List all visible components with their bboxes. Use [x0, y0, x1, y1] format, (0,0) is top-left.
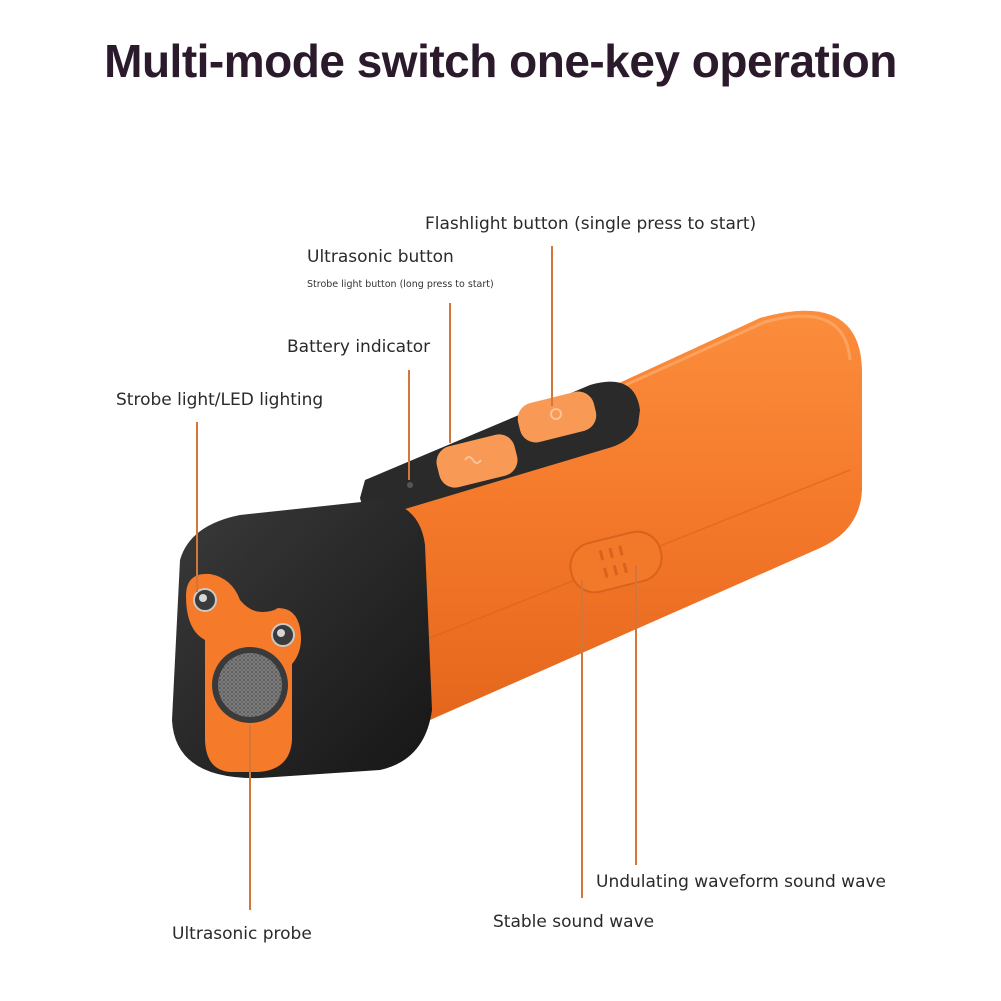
leader-line-probe [249, 725, 251, 910]
label-battery-indicator: Battery indicator [287, 337, 431, 357]
leader-line-undulating [635, 565, 637, 865]
ultrasonic-button-shape [436, 434, 518, 488]
label-ultrasonic-probe: Ultrasonic probe [172, 924, 312, 944]
leader-line-strobe [196, 422, 198, 592]
label-ultrasonic-button: Ultrasonic button [307, 247, 454, 267]
leader-line-flashlight [551, 246, 553, 406]
leader-line-stable [581, 580, 583, 898]
leader-line-battery [408, 370, 410, 480]
side-slide-switch [569, 530, 663, 594]
label-strobe-button: Strobe light button (long press to start… [307, 279, 494, 290]
battery-indicator-dot [407, 482, 413, 488]
flashlight-button-shape [517, 391, 597, 443]
label-strobe-led: Strobe light/LED lighting [116, 390, 324, 410]
device-body [355, 310, 862, 725]
page-title: Multi-mode switch one-key operation [104, 35, 897, 87]
label-stable-wave: Stable sound wave [493, 912, 655, 932]
leader-line-ultrasonic [449, 303, 451, 443]
label-undulating-wave: Undulating waveform sound wave [596, 872, 887, 892]
label-flashlight-button: Flashlight button (single press to start… [425, 214, 757, 234]
